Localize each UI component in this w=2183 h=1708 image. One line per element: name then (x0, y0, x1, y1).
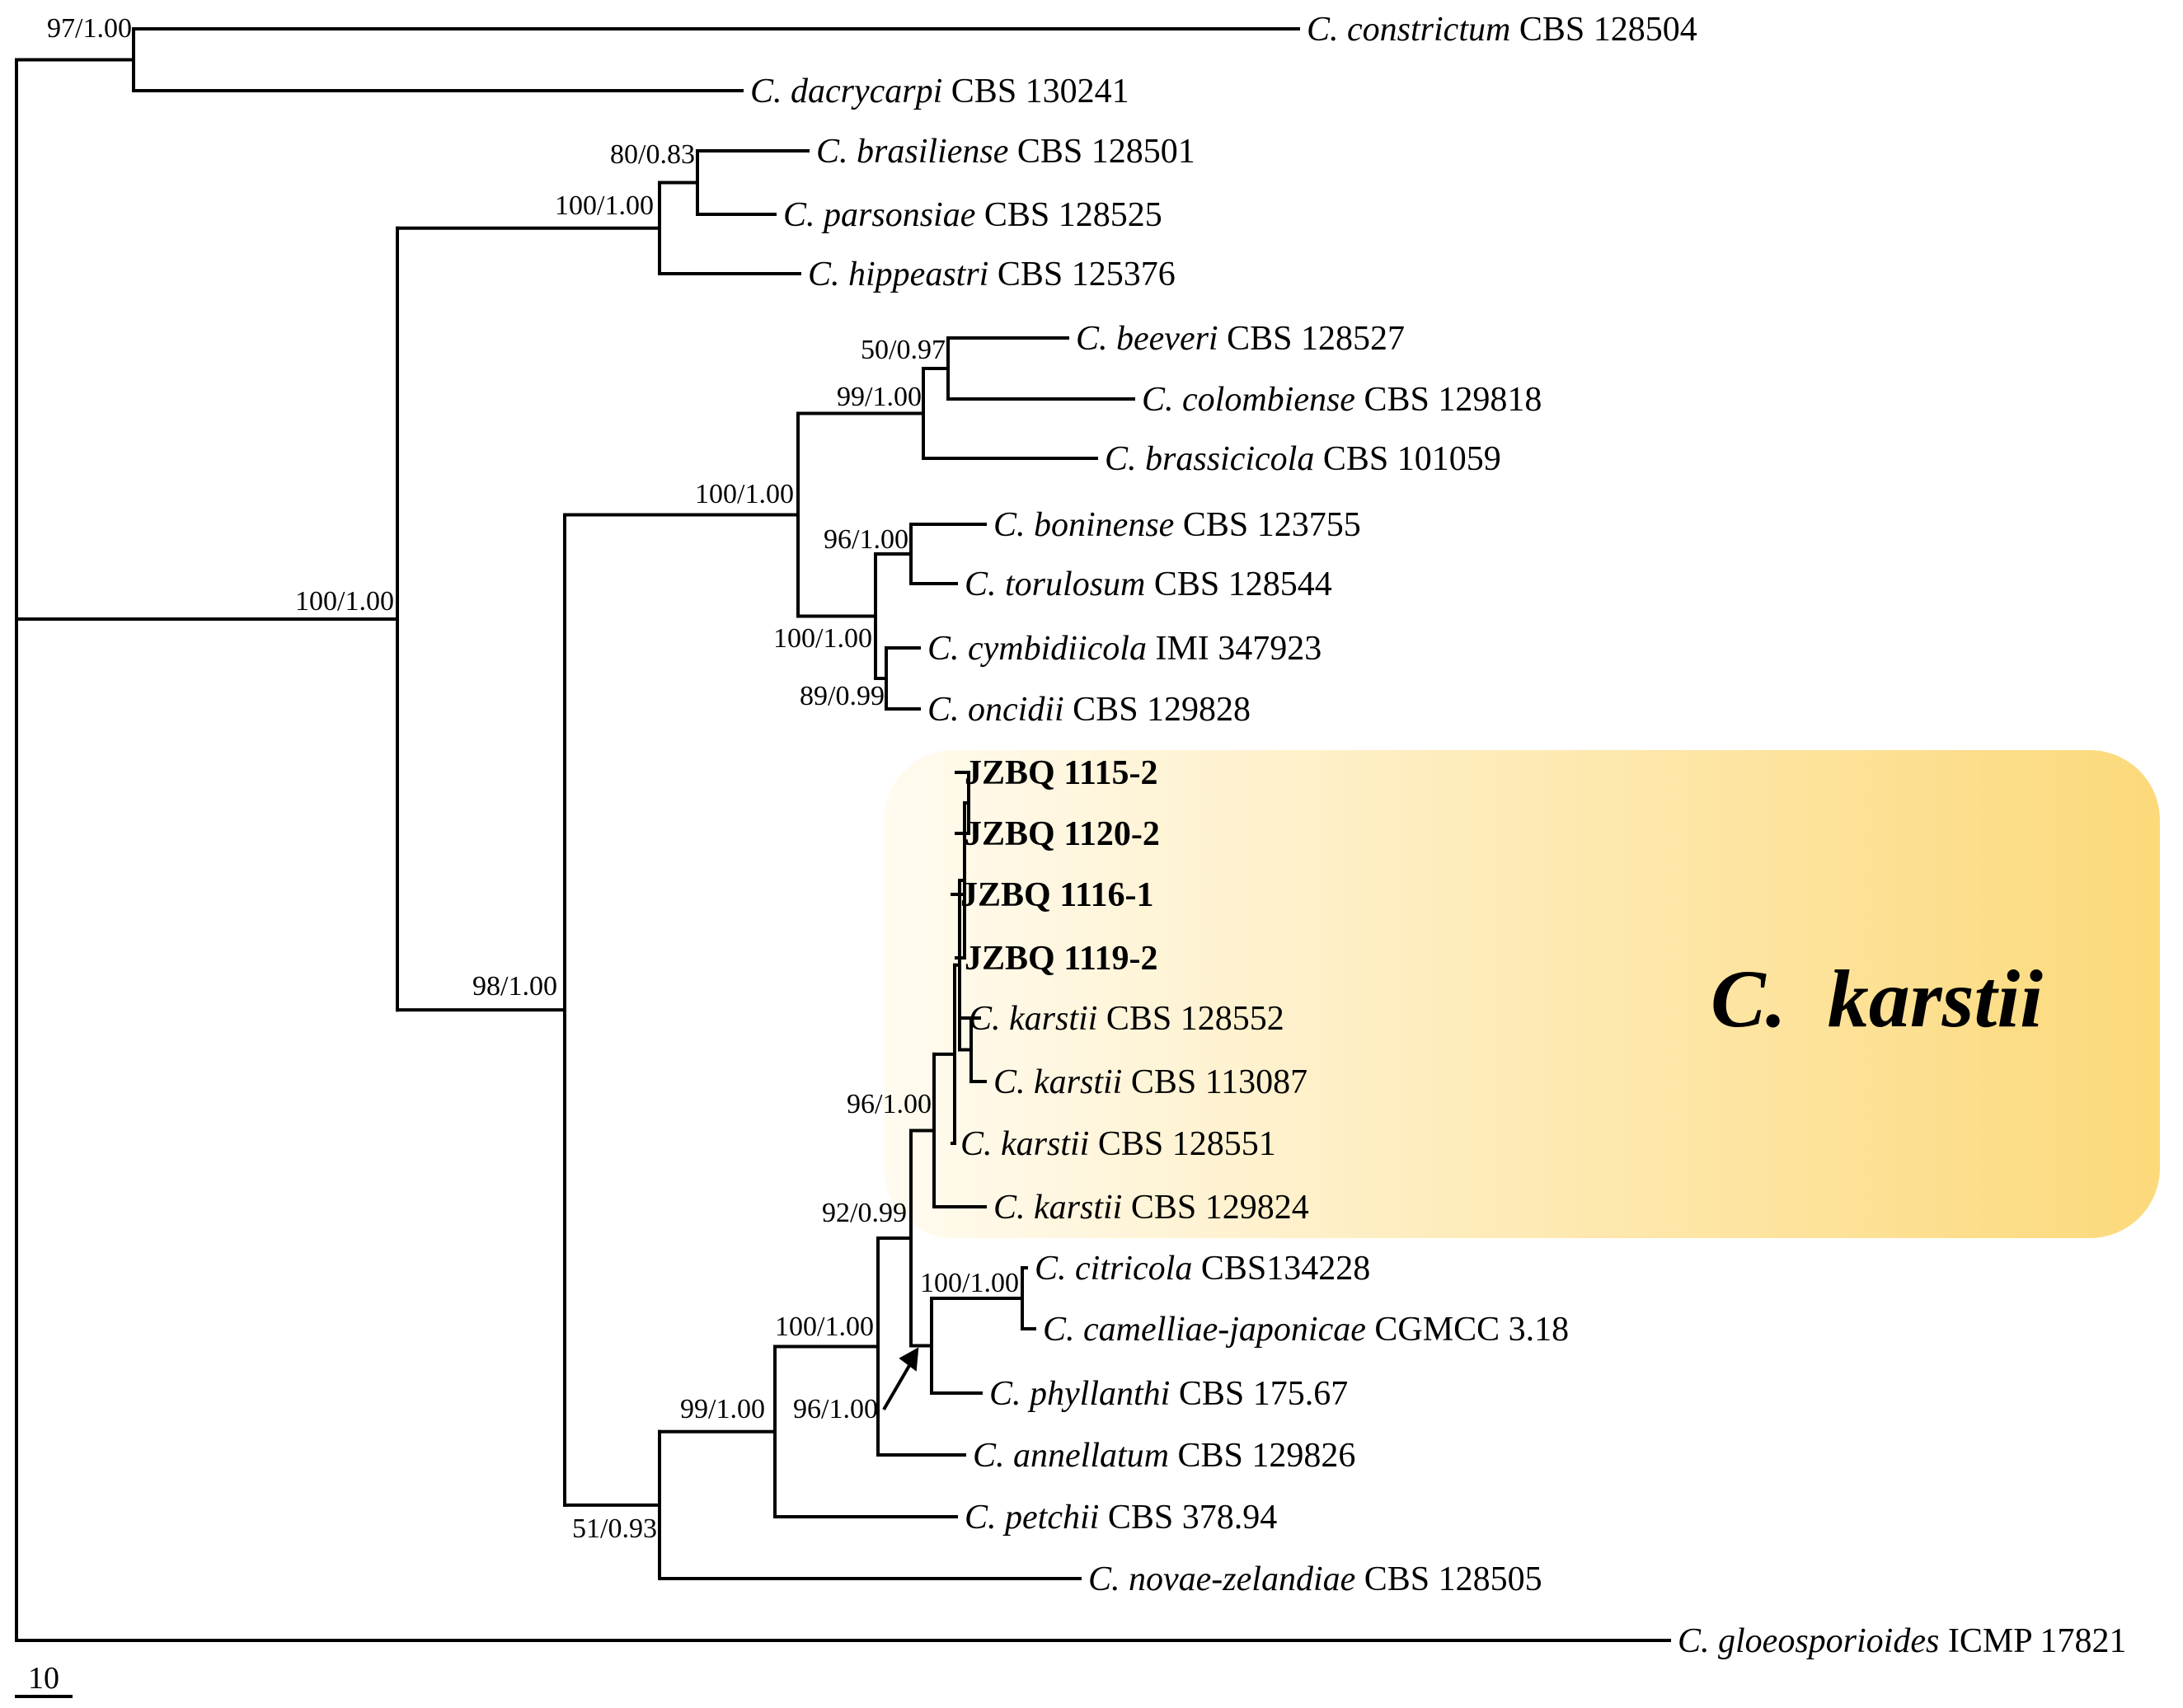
support-value-label: 96/1.00 (824, 524, 908, 555)
support-value-label: 97/1.00 (47, 13, 132, 44)
taxon-label: C. citricola CBS134228 (1035, 1250, 1370, 1288)
taxon-label: C. phyllanthi CBS 175.67 (989, 1375, 1348, 1413)
node-arrow-icon (882, 1347, 919, 1411)
tree-labels: C. constrictum CBS 128504 C. dacrycarpi C… (47, 11, 2126, 1660)
support-value-label: 99/1.00 (680, 1394, 765, 1424)
support-value-label: 100/1.00 (295, 586, 394, 617)
taxon-label: JZBQ 1116-1 (960, 876, 1154, 914)
taxon-label: C. beeveri CBS 128527 (1076, 320, 1405, 358)
taxon-label: C. constrictum CBS 128504 (1307, 11, 1697, 49)
taxon-label: JZBQ 1120-2 (965, 815, 1160, 853)
scale-bar-label: 10 (28, 1661, 59, 1696)
taxon-label: C. colombiense CBS 129818 (1142, 381, 1542, 419)
support-value-label: 96/1.00 (793, 1394, 878, 1424)
support-value-label: 96/1.00 (847, 1089, 932, 1119)
taxon-label: C. oncidii CBS 129828 (927, 691, 1251, 729)
support-value-label: 100/1.00 (920, 1268, 1019, 1298)
taxon-label: C. parsonsiae CBS 128525 (783, 196, 1162, 234)
taxon-label: C. petchii CBS 378.94 (965, 1499, 1277, 1537)
taxon-label: C. karstii CBS 113087 (993, 1063, 1307, 1101)
support-value-label: 51/0.93 (572, 1513, 657, 1544)
support-value-label: 50/0.97 (861, 335, 946, 365)
taxon-label: C. karstii CBS 128552 (969, 1000, 1284, 1038)
taxon-label: C. karstii CBS 128551 (960, 1125, 1276, 1163)
taxon-label: C. novae-zelandiae CBS 128505 (1088, 1560, 1542, 1598)
support-value-label: 100/1.00 (695, 479, 794, 509)
taxon-label: C. boninense CBS 123755 (993, 506, 1361, 544)
taxon-label: C. cymbidiicola IMI 347923 (927, 630, 1322, 668)
taxon-label: C. camelliae-japonicae CGMCC 3.18 (1043, 1311, 1569, 1349)
support-value-label: 99/1.00 (837, 382, 922, 412)
taxon-label: C. brasiliense CBS 128501 (816, 133, 1195, 171)
clade-label: C. karstii (1711, 953, 2043, 1044)
support-value-label: 100/1.00 (773, 623, 872, 654)
taxon-label: JZBQ 1115-2 (965, 754, 1158, 792)
clade-highlight-box (884, 750, 2160, 1238)
support-value-label: 100/1.00 (775, 1312, 874, 1342)
taxon-label: JZBQ 1119-2 (965, 940, 1158, 978)
support-value-label: 100/1.00 (555, 190, 654, 221)
support-value-label: 92/0.99 (822, 1198, 907, 1228)
support-value-label: 98/1.00 (472, 971, 557, 1002)
taxon-label: C. gloeosporioides ICMP 17821 (1678, 1622, 2127, 1660)
taxon-label: C. karstii CBS 129824 (993, 1189, 1309, 1227)
taxon-label: C. annellatum CBS 129826 (973, 1437, 1355, 1475)
tree-branches (15, 27, 1671, 1642)
taxon-label: C. torulosum CBS 128544 (965, 565, 1332, 603)
taxon-label: C. dacrycarpi CBS 130241 (750, 73, 1129, 110)
taxon-label: C. hippeastri CBS 125376 (808, 256, 1176, 293)
support-value-label: 80/0.83 (610, 139, 695, 170)
taxon-label: C. brassicicola CBS 101059 (1105, 440, 1501, 478)
support-value-label: 89/0.99 (800, 681, 885, 711)
